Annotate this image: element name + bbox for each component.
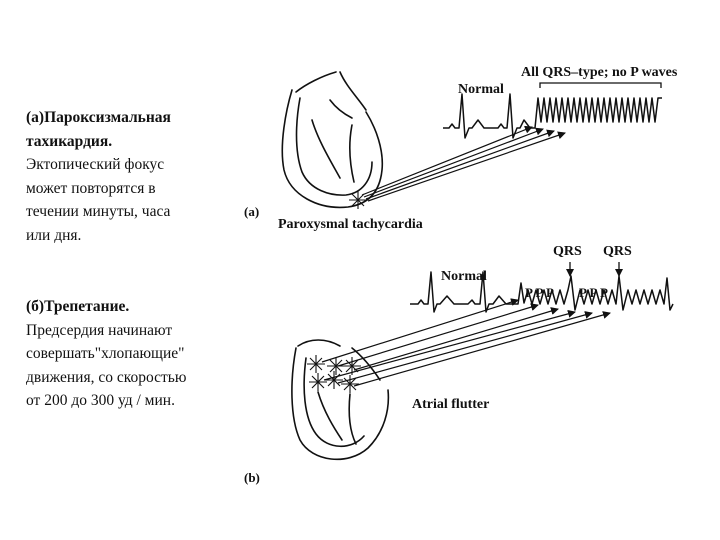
heart-a — [281, 71, 384, 209]
ectopic-foci-b — [307, 355, 361, 393]
ecg-normal-label-b: Normal — [441, 269, 487, 284]
panel-letter-a: (a) — [244, 204, 259, 219]
body-b-line2: совершать"хлопающие" — [26, 345, 185, 362]
ecg-trace-a — [443, 93, 662, 139]
body-a-line4: или дня. — [26, 226, 82, 244]
heading-a-line1: (а)Пароксизмальная — [26, 109, 171, 126]
body-a-line3: течении минуты, часа — [26, 203, 171, 220]
p-wave-labels-2: P P P — [579, 285, 608, 300]
arrows-a — [361, 125, 566, 202]
qrs-marker-label-2: QRS — [603, 244, 632, 259]
ectopic-focus-a — [349, 191, 367, 209]
text-block-a: (а)Пароксизмальная тахикардия. Эктопичес… — [26, 106, 246, 247]
ecg-normal-label-a: Normal — [458, 82, 504, 97]
qrs-marker-label-1: QRS — [553, 244, 582, 259]
qrs-marker-arrows — [566, 262, 623, 277]
panel-letter-b: (b) — [244, 470, 260, 485]
heading-b-line1: (б)Трепетание. — [26, 298, 130, 315]
heart-b — [291, 339, 390, 461]
ecg-trace-b — [410, 271, 674, 313]
body-b-line3: движения, со скоростью — [26, 368, 187, 386]
ecg-qrs-label-a: All QRS–type; no P waves — [521, 65, 678, 80]
qrs-bracket-a — [539, 82, 662, 88]
caption-a: Paroxysmal tachycardia — [278, 217, 423, 232]
caption-b: Atrial flutter — [412, 397, 489, 412]
text-block-b: (б)Трепетание. Предсердия начинают совер… — [26, 295, 246, 413]
body-b-line1: Предсердия начинают — [26, 321, 173, 339]
body-a-line1: Эктопический фокус — [26, 156, 165, 173]
body-b-line4: от 200 до 300 уд / мин. — [26, 392, 175, 409]
p-wave-labels-1: P P P — [525, 285, 554, 300]
body-a-line2: может повторятся в — [26, 179, 156, 197]
arrows-b — [321, 298, 611, 387]
heading-a-line2: тахикардия. — [26, 132, 113, 150]
